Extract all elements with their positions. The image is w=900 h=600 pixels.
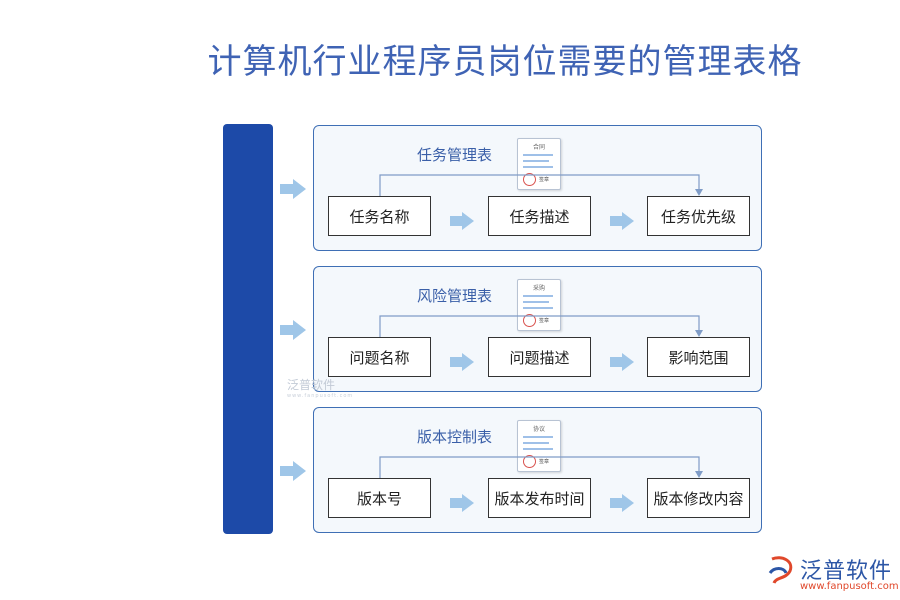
step-box: 问题名称 bbox=[328, 337, 431, 377]
document-signature: 签章 bbox=[539, 318, 550, 324]
flow-arrow bbox=[450, 353, 474, 371]
document-label: 协议 bbox=[532, 426, 545, 433]
panel-title: 任务管理表 bbox=[417, 146, 493, 164]
side-arrow-3 bbox=[280, 461, 306, 481]
logo-icon bbox=[768, 556, 793, 584]
panel-title: 版本控制表 bbox=[417, 428, 493, 446]
flow-arrow bbox=[610, 494, 634, 512]
document-signature: 签章 bbox=[539, 177, 550, 183]
step-box: 版本号 bbox=[328, 478, 431, 518]
flow-arrow bbox=[450, 494, 474, 512]
flow-arrow bbox=[610, 212, 634, 230]
watermark-url: www.fanpusoft.com bbox=[287, 393, 354, 399]
step-box: 任务描述 bbox=[488, 196, 591, 236]
document-label: 采购 bbox=[532, 285, 545, 292]
brand-logo: 泛普软件 www.fanpusoft.com bbox=[768, 553, 899, 595]
document-icon: 协议 签章 bbox=[517, 420, 561, 472]
step-box: 问题描述 bbox=[488, 337, 591, 377]
step-box: 任务优先级 bbox=[647, 196, 750, 236]
seal-icon bbox=[523, 173, 536, 186]
side-arrow-1 bbox=[280, 179, 306, 199]
logo-url: www.fanpusoft.com bbox=[800, 581, 899, 592]
page-title: 计算机行业程序员岗位需要的管理表格 bbox=[207, 42, 803, 82]
step-box: 版本发布时间 bbox=[488, 478, 591, 518]
document-icon: 合同 签章 bbox=[517, 138, 561, 190]
panel-task-management: 任务管理表 合同 签章 任务名称 任务描述 任务优先级 bbox=[313, 125, 762, 251]
logo-name: 泛普软件 bbox=[800, 559, 893, 584]
watermark: 泛普软件 www.fanpusoft.com bbox=[287, 376, 353, 399]
flow-arrow bbox=[610, 353, 634, 371]
document-icon: 采购 签章 bbox=[517, 279, 561, 331]
step-box: 影响范围 bbox=[647, 337, 750, 377]
panel-risk-management: 风险管理表 采购 签章 问题名称 问题描述 影响范围 bbox=[313, 266, 762, 392]
document-label: 合同 bbox=[532, 144, 545, 151]
step-box: 版本修改内容 bbox=[647, 478, 750, 518]
watermark-text: 泛普软件 bbox=[287, 378, 336, 392]
seal-icon bbox=[523, 314, 536, 327]
flow-arrow bbox=[450, 212, 474, 230]
panel-title: 风险管理表 bbox=[417, 287, 493, 305]
document-signature: 签章 bbox=[539, 459, 550, 465]
panel-version-control: 版本控制表 协议 签章 版本号 版本发布时间 版本修改内容 bbox=[313, 407, 762, 533]
sidebar-bar bbox=[223, 124, 273, 534]
step-box: 任务名称 bbox=[328, 196, 431, 236]
side-arrow-2 bbox=[280, 320, 306, 340]
seal-icon bbox=[523, 455, 536, 468]
